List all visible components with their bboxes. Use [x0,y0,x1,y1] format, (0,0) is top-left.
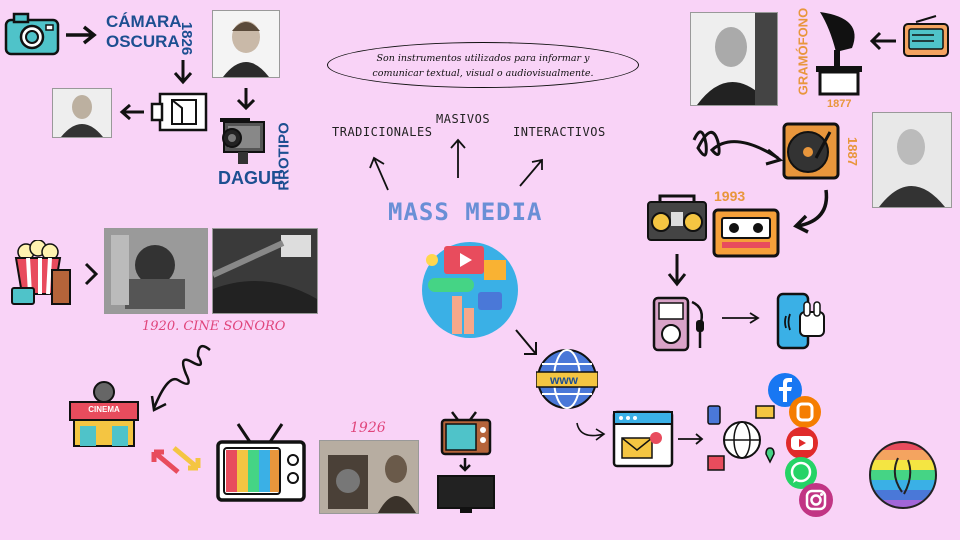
daguerrotipo-line1: DAGUE [218,168,283,189]
smartphone-earbuds-icon [776,292,828,350]
definition-line1: Son instrumentos utilizados para informa… [328,51,638,66]
photo-cinema-audience [212,228,318,314]
small-tv-icon [440,410,492,456]
arrow-down-icon [457,456,473,474]
camara-oscura-line2: OSCURA [106,32,182,52]
rainbow-logo [868,440,938,510]
portrait-daguerre [212,10,280,78]
youtube-icon[interactable] [784,426,820,460]
blogger-icon[interactable] [788,395,822,429]
cine-sonoro-caption: 1920. CINE SONORO [142,319,285,334]
arrow-left-icon [868,30,898,52]
portrait-edison [690,12,778,106]
arrow-down-icon [172,58,194,86]
gramofono-label: GRAMÓFONO [796,0,811,107]
year-1993-label: 1993 [714,188,745,204]
popcorn-icon [10,240,74,308]
mp3-player-icon [652,296,710,352]
turntable-icon [782,122,840,180]
boombox-icon [646,192,708,244]
chevron-right-icon [82,262,100,286]
curved-arrow-icon [574,420,608,442]
portrait-niepce [52,88,112,138]
daguerreotype-camera-icon [218,116,272,166]
year-1926-label: 1926 [350,420,386,436]
flat-tv-icon [436,474,496,514]
branch-masivos: MASIVOS [436,112,490,126]
network-globe-icon [706,404,778,474]
radio-icon [902,14,950,60]
year-1877-label: 1877 [827,98,851,110]
cassette-icon [712,208,780,258]
branch-arrows [360,136,560,196]
arrow-left-icon [118,102,146,122]
arrow-down-icon [666,252,688,288]
year-1887-label: 1887 [845,137,860,166]
camera-obscura-box-icon [150,90,210,134]
email-browser-icon [612,410,674,468]
definition-line2: comunicar textual, visual o audiovisualm… [328,66,638,81]
scribble-arrow-icon [688,120,784,170]
arrow-down-icon [235,86,257,112]
gramophone-icon [812,8,866,98]
mass-media-title: MASS MEDIA [388,198,543,226]
daguerrotipo-line2: RROTIPO [276,122,293,190]
www-label: www [550,373,578,387]
retro-tv-icon [214,420,308,504]
arrow-right-icon [720,310,764,326]
cinema-building-icon [64,380,144,448]
definition-bubble: Son instrumentos utilizados para informa… [327,42,639,88]
instagram-icon[interactable] [798,482,834,518]
mass-media-illustration [418,238,522,342]
camara-oscura-label: CÁMARA OSCURA [106,12,182,52]
photo-projector [104,228,208,314]
scribble-arrow-icon [148,340,220,414]
cinema-sign: CINEMA [82,405,126,414]
curved-arrow-icon [788,186,834,236]
year-1826-label: 1826 [178,22,195,55]
arrow-right-icon [64,24,100,46]
photo-baird-television [319,440,419,514]
portrait-berliner [872,112,952,208]
double-arrow-icon [150,442,202,478]
camara-oscura-line1: CÁMARA [106,12,182,32]
arrow-right-icon [676,432,708,446]
camera-icon [4,12,60,56]
